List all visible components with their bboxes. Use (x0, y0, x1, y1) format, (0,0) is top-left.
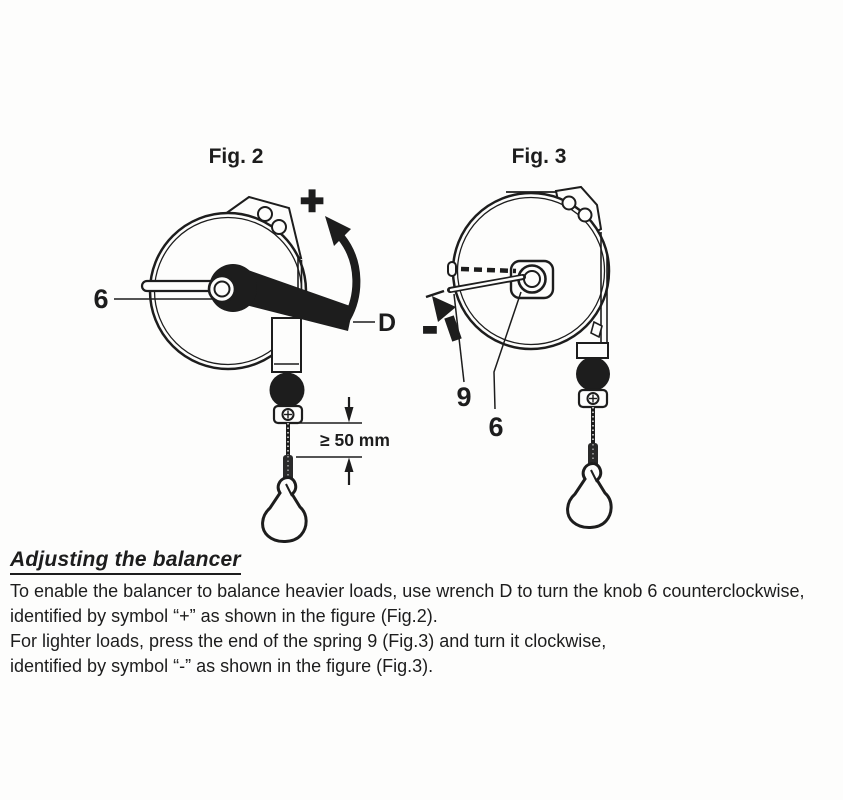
fig2-title: Fig. 2 (209, 145, 264, 168)
fig3-arrow-shaft (444, 315, 462, 342)
fig3-buffer-ball (576, 357, 610, 391)
instructions-section: Adjusting the balancer To enable the bal… (10, 548, 838, 679)
fig2-dimension-annotation: ≥ 50 mm (296, 397, 390, 485)
fig2-ccw-arrow (325, 216, 361, 322)
fig3-carabiner-hook (566, 461, 613, 529)
fig3-press-limit-tick (425, 289, 445, 299)
fig3-hook-outline (566, 461, 613, 529)
fig3-drawing: Fig. 3 (421, 145, 613, 529)
fig3-label6-leader (493, 291, 522, 410)
fig3-bracket-hole (561, 195, 577, 211)
fig2-hook-outline (261, 475, 308, 543)
fig2-arrow-head (325, 216, 351, 246)
fig3-bracket-hole (577, 207, 593, 223)
fig3-spring-end-cap (447, 261, 457, 277)
fig2-label-wrench: D (378, 309, 396, 337)
instruction-line: identified by symbol “-” as shown in the… (10, 656, 434, 676)
fig2-cable-clamp (272, 404, 304, 425)
plus-symbol: + (300, 179, 323, 223)
section-heading: Adjusting the balancer (10, 548, 241, 575)
fig3-label9-leader (453, 293, 465, 383)
fig2-carabiner-hook (261, 475, 308, 543)
fig3-drum-inner (456, 196, 606, 346)
fig3-cable-channel (576, 342, 609, 359)
fig3-label-knob: 6 (488, 412, 503, 442)
fig2-knob-inner (213, 280, 231, 298)
instruction-line: To enable the balancer to balance heavie… (10, 581, 805, 601)
fig3-hook-gate (590, 469, 598, 483)
fig3-spring-rest-dashed (460, 266, 517, 274)
fig3-side-tab (590, 320, 603, 339)
fig3-label-spring: 9 (456, 382, 471, 412)
fig2-knob-outer (207, 274, 237, 304)
minus-symbol: - (423, 302, 438, 351)
balancer-figures-diagram: Fig. 2 (93, 145, 613, 543)
dim-arrow-top (344, 407, 354, 423)
fig3-spring-rod-core (449, 275, 524, 292)
instruction-line: identified by symbol “+” as shown in the… (10, 606, 438, 626)
fig2-cable-sleeve (283, 455, 293, 481)
fig2-bracket-hole (257, 206, 273, 222)
fig2-hook-gate (285, 483, 293, 497)
fig3-arrow-head (432, 296, 456, 322)
dim-arrow-bottom (344, 457, 354, 472)
fig3-cable-clamp (577, 388, 609, 409)
fig2-arrow-arc (337, 233, 361, 322)
fig2-buffer-ball (269, 372, 305, 408)
fig3-press-arrow (432, 296, 462, 342)
fig2-cable-channel (271, 317, 302, 373)
fig2-drawing: Fig. 2 (93, 145, 396, 543)
dimension-text: ≥ 50 mm (320, 430, 390, 450)
fig3-title: Fig. 3 (512, 145, 567, 168)
instruction-line: For lighter loads, press the end of the … (10, 631, 607, 651)
fig2-wrench-handle (238, 270, 353, 331)
fig2-label-knob: 6 (93, 284, 108, 314)
fig2-bracket-hole (271, 219, 287, 235)
